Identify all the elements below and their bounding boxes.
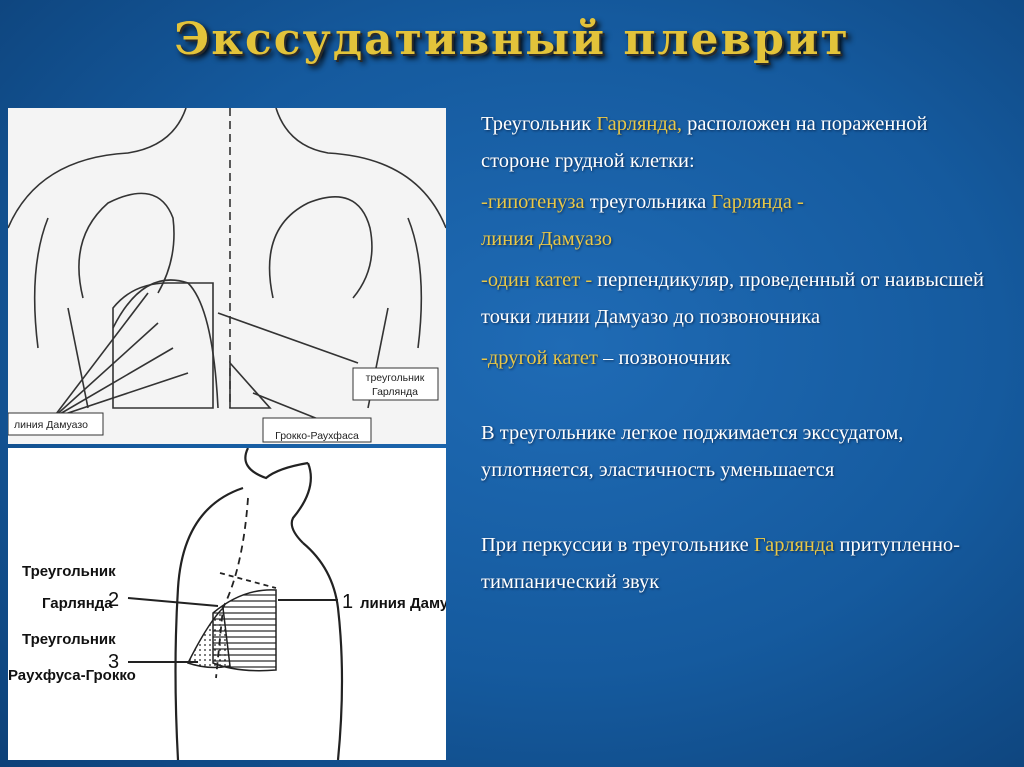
label-triangle-bottom-2: Треугольник: [22, 631, 116, 648]
p1-text-a: Треугольник: [481, 113, 597, 135]
label-triangle-garland-1: треугольник: [366, 372, 425, 384]
chest-diagram-svg: треугольник Гарлянда линия Дамуазо Грокк…: [8, 108, 446, 443]
label-triangle-garland-2: Гарлянда: [372, 386, 418, 398]
p3-highlight: -один катет -: [481, 269, 593, 291]
label-num-2: 2: [108, 589, 119, 611]
label-num-1: 1: [342, 591, 353, 613]
label-damoiseau-line-top: линия Дамуазо: [14, 419, 88, 431]
paragraph-second-leg: -другой катет – позвоночник: [481, 340, 1001, 377]
label-grokko-rauchfuss: Грокко-Раухфаса: [275, 430, 359, 442]
label-rauchfuss-grokko: Раухфуса-Грокко: [8, 667, 136, 684]
paragraph-garland-location: Треугольник Гарлянда, расположен на пора…: [481, 106, 1001, 180]
paragraph-lung-compression: В треугольнике легкое поджимается экссуд…: [481, 422, 904, 481]
p2-highlight-3: линия Дамуазо: [481, 228, 613, 250]
p6-text-b: притупленно-тимпанический звук: [481, 534, 960, 593]
p1-highlight: Гарлянда,: [596, 113, 683, 135]
p4-highlight: -другой катет: [481, 347, 598, 369]
paragraph-first-leg: -один катет - перпендикуляр, проведенный…: [481, 262, 1001, 336]
p2-text-a: треугольника: [584, 191, 712, 213]
text-column: Треугольник Гарлянда, расположен на пора…: [481, 106, 1001, 601]
paragraph-percussion: При перкуссии в треугольнике Гарлянда пр…: [481, 527, 1001, 601]
label-garland-bottom: Гарлянда: [42, 595, 113, 612]
chest-diagram-top: треугольник Гарлянда линия Дамуазо Грокк…: [8, 108, 446, 444]
p2-highlight: -гипотенуза: [481, 191, 585, 213]
label-damoiseau-line-bottom: линия Дамуазо: [360, 595, 446, 612]
p3-text: перпендикуляр, проведенный от наивысшей …: [481, 269, 984, 328]
thorax-diagram-svg: Треугольник Гарлянда Треугольник Раухфус…: [8, 448, 446, 760]
paragraph-hypotenuse: -гипотенуза треугольника Гарлянда - лини…: [481, 184, 1001, 258]
p6-highlight: Гарлянда: [753, 534, 835, 556]
p6-text-a: При перкуссии в треугольнике: [481, 534, 754, 556]
chest-diagram-bottom: Треугольник Гарлянда Треугольник Раухфус…: [8, 448, 446, 760]
label-num-3: 3: [108, 651, 119, 673]
p2-highlight-2: Гарлянда -: [711, 191, 804, 213]
label-triangle-bottom-1: Треугольник: [22, 563, 116, 580]
p4-text: – позвоночник: [597, 347, 731, 369]
p1-text-b: расположен на пораженной стороне грудной…: [481, 113, 928, 172]
slide-title: Экссудативный плеврит: [174, 14, 850, 65]
